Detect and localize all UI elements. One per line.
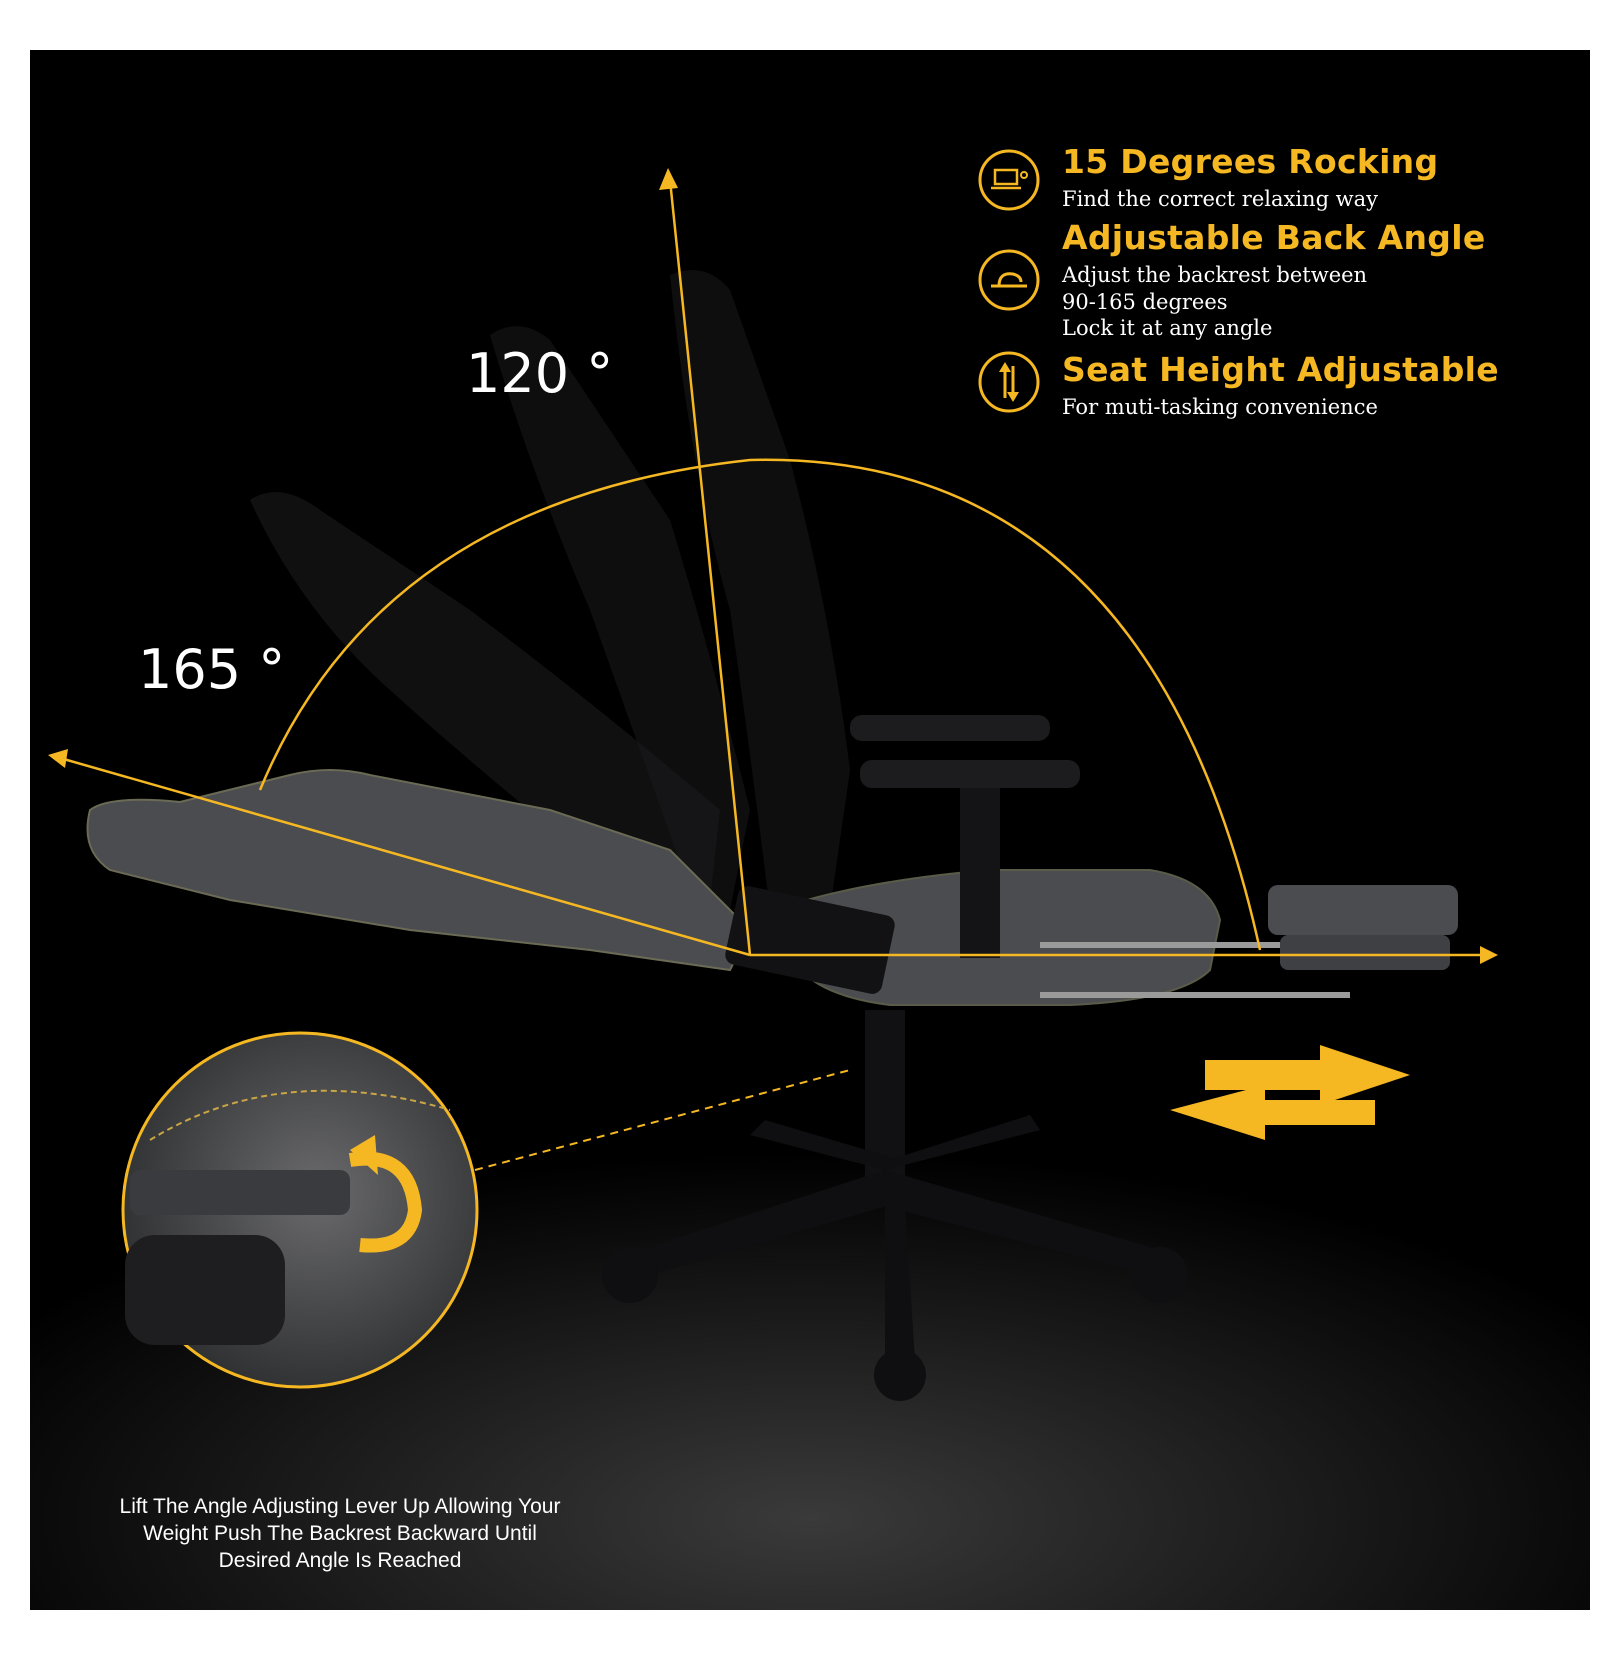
product-image: 120 ° 165 ° 15 Degrees Rocking Find the … [30,50,1590,1610]
feature-desc-back-angle-1: Adjust the backrest between [1062,263,1368,287]
lever-caption: Lift The Angle Adjusting Lever Up Allowi… [80,1493,600,1574]
rocking-icon [978,149,1040,211]
feature-title-rocking: 15 Degrees Rocking [1062,142,1439,181]
backrest-ghost-upright [670,270,850,910]
caption-line-3: Desired Angle Is Reached [218,1549,462,1572]
arrowhead-left-icon [48,749,68,768]
chair-scene [30,168,1590,1610]
lever-zoom-inset [121,1031,479,1389]
footrest-pad [1268,885,1458,935]
backrest-ghost-120 [490,326,750,911]
feature-desc-rocking: Find the correct relaxing way [1062,187,1379,211]
backrest-reclined [86,769,752,972]
lever-handle [130,1170,350,1215]
angle-label-120: 120 ° [466,342,614,405]
angle-guides [59,179,1485,957]
feature-title-seat-height: Seat Height Adjustable [1062,350,1499,389]
vertical-axis [668,179,752,956]
feature-title-back-angle: Adjustable Back Angle [1062,218,1486,257]
zoom-connector [474,1069,851,1171]
axis-arrowheads [48,168,1498,964]
arrowhead-right-icon [1480,946,1498,964]
feature-desc-back-angle-3: Lock it at any angle [1062,316,1273,340]
armrest-post [960,788,1000,958]
lift-arrow-icon [348,1151,423,1253]
armrest-front [860,760,1080,788]
caption-line-2: Weight Push The Backrest Backward Until [143,1522,537,1545]
feature-desc-seat-height: For muti-tasking convenience [1062,395,1378,419]
feature-desc-back-angle-2: 90-165 degrees [1062,290,1228,314]
footrest-pad-side [1280,935,1450,970]
arrowhead-up-icon [659,168,678,190]
footrest-slide-arrows-icon [1170,1045,1410,1140]
caption-line-1: Lift The Angle Adjusting Lever Up Allowi… [119,1495,561,1518]
seat-height-icon [978,351,1040,413]
recline-axis [59,756,751,957]
armrest-back [850,715,1050,741]
back-angle-icon [978,249,1040,311]
angle-arc [258,458,1262,951]
angle-label-165: 165 ° [138,638,286,701]
chair-base [602,1115,1188,1401]
backrest-ghost-mid [250,492,720,900]
tilt-mechanism [725,886,895,994]
